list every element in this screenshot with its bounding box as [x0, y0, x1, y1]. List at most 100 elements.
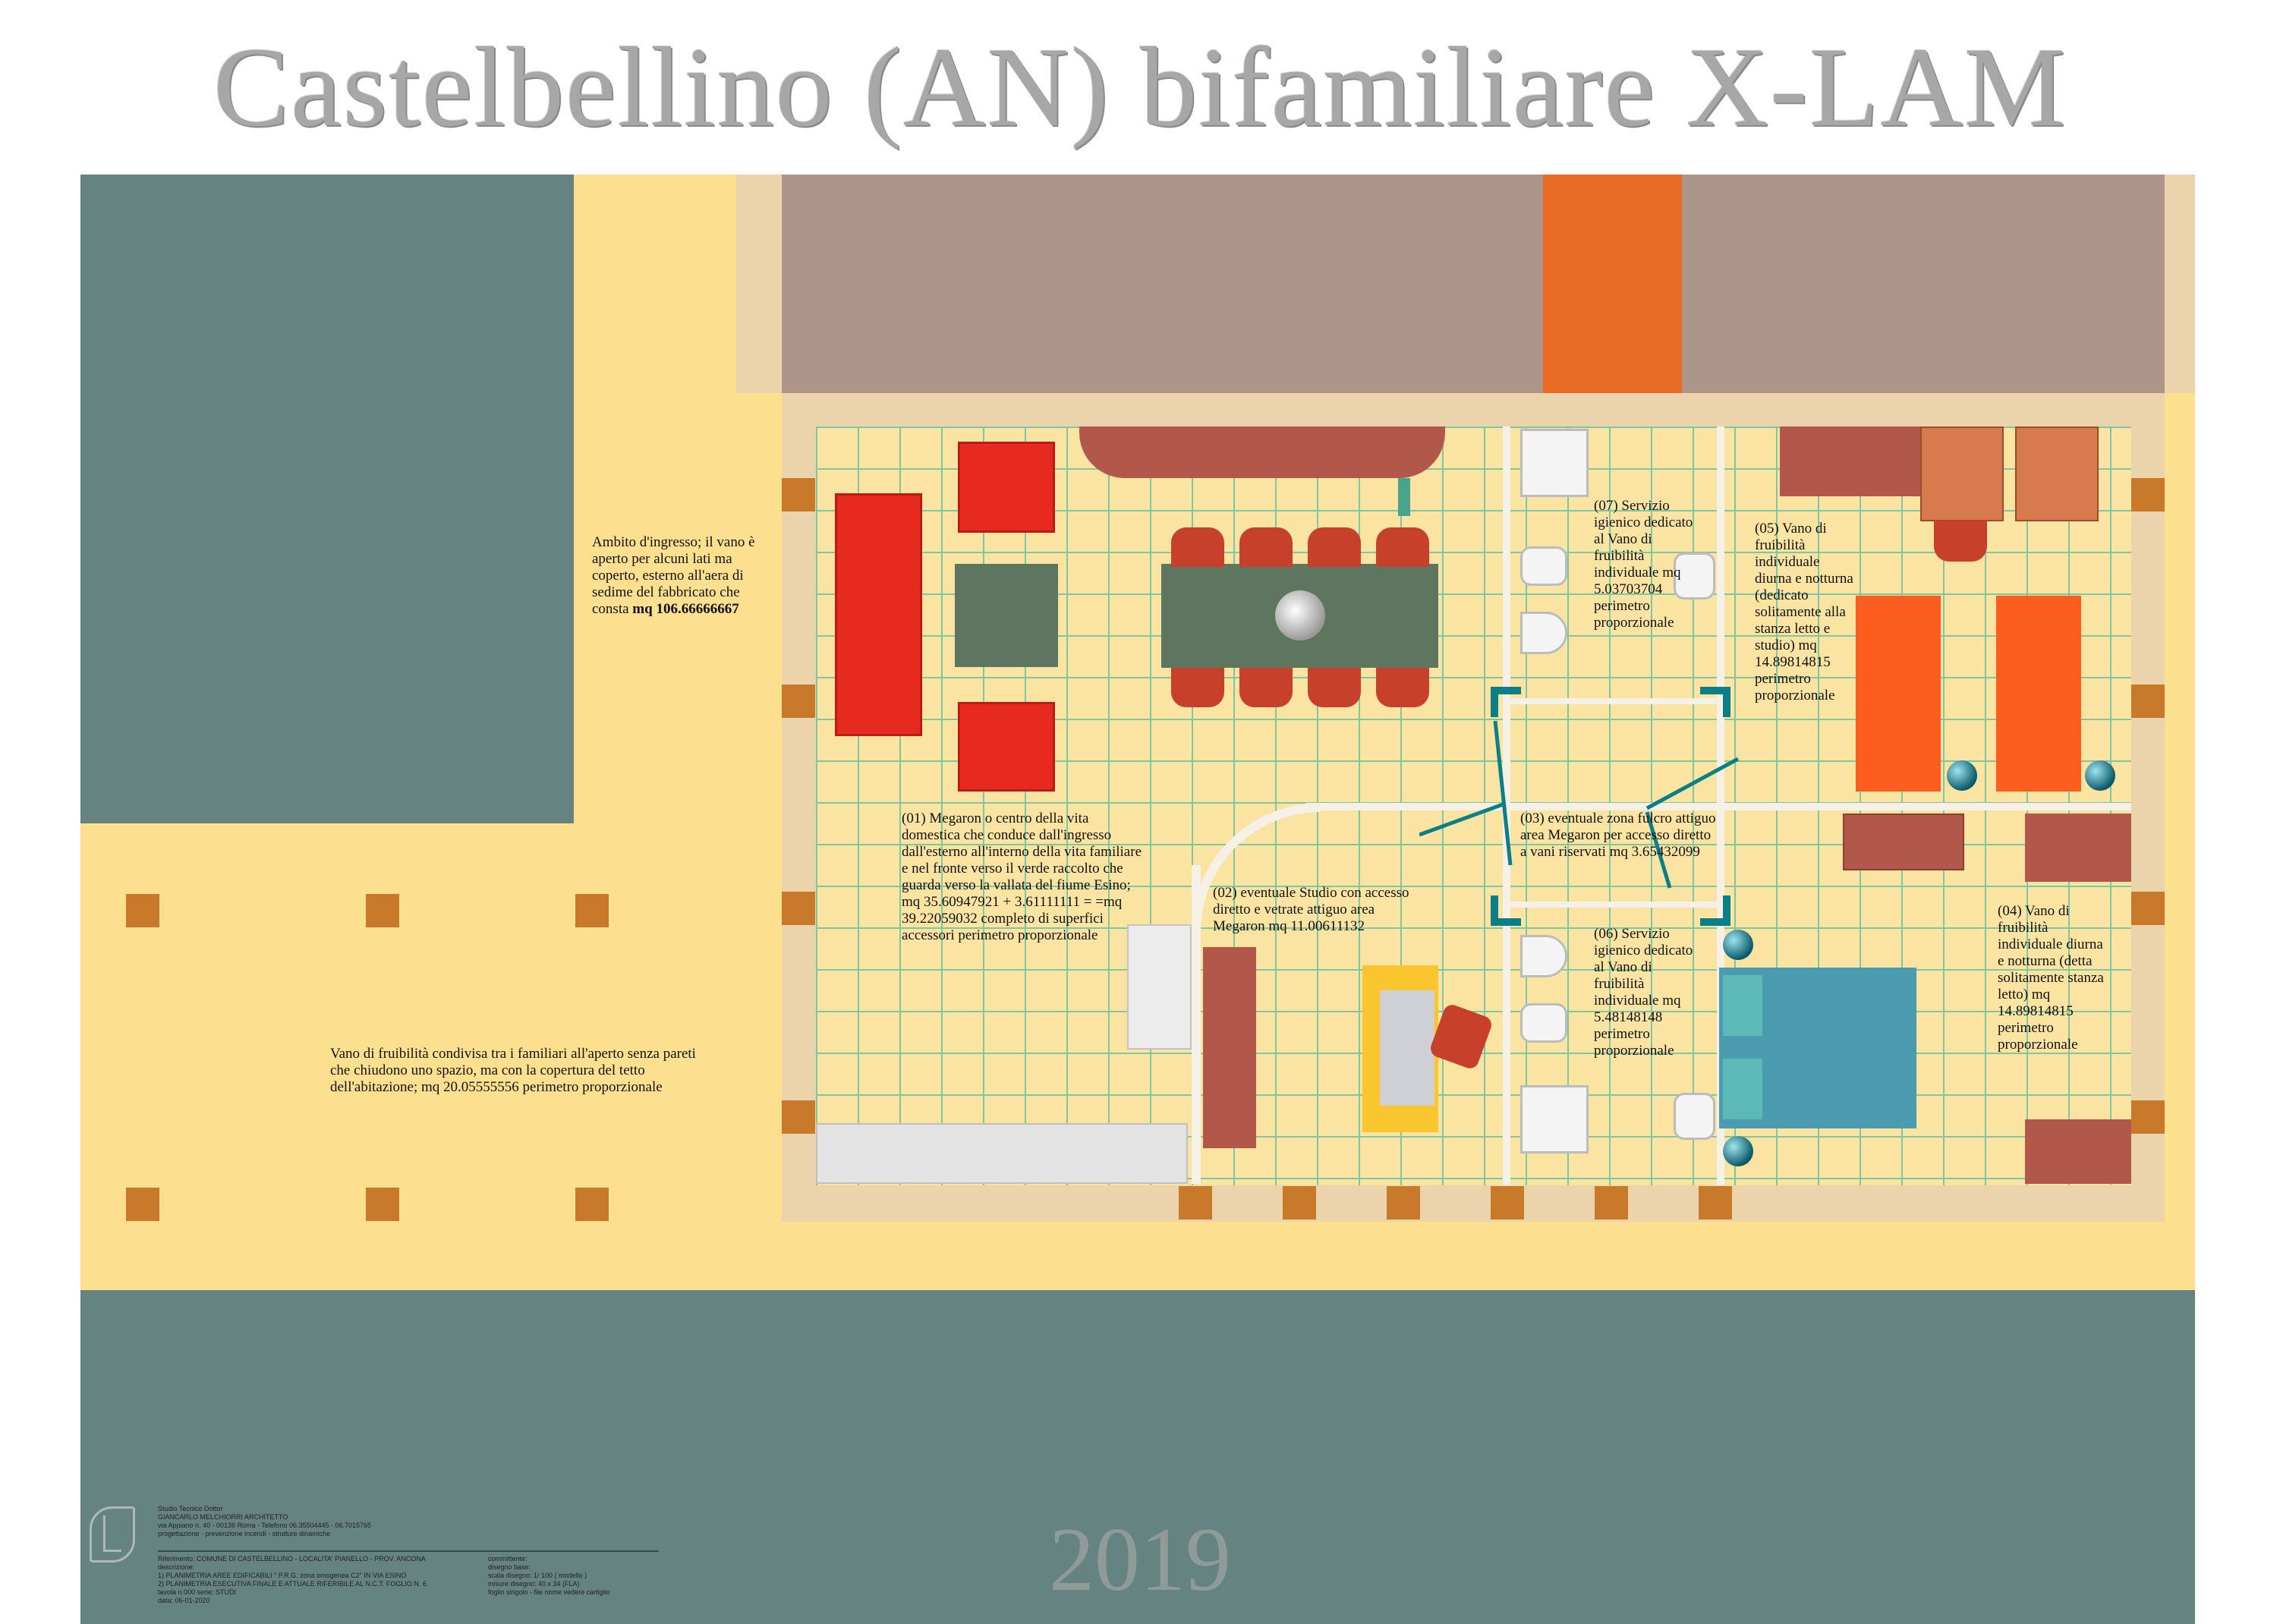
washbasin: [1520, 546, 1567, 586]
cabinet: [2025, 814, 2131, 882]
pillar: [782, 892, 815, 925]
dining-chair: [1171, 527, 1224, 567]
cartouche-row: descrizione:: [158, 1563, 195, 1571]
lamp-icon: [1947, 760, 1977, 791]
pillar: [782, 478, 815, 511]
armchair-top: [958, 442, 1055, 533]
pillar: [1595, 1186, 1628, 1220]
pillar: [2131, 892, 2165, 925]
bookcase: [1203, 947, 1256, 1148]
cartouche-row: scala disegno: 1/ 100 ( modello ): [488, 1572, 587, 1579]
pillar: [1179, 1186, 1212, 1220]
dining-chair: [1239, 668, 1293, 707]
single-bed: [1996, 596, 2081, 792]
kitchen-hood: [1398, 478, 1410, 516]
dining-chair: [1171, 668, 1224, 707]
note-porch: Vano di fruibilità condivisa tra i famil…: [330, 1046, 696, 1095]
kitchen-bench: [816, 1123, 1188, 1184]
doorframe-br: [1700, 895, 1730, 926]
studio-line: GIANCARLO MELCHIORRI ARCHITETTO: [158, 1513, 288, 1521]
cartouche-divider: [158, 1550, 659, 1552]
year-label: 2019: [1049, 1509, 1231, 1610]
wall-bath06-top: [1510, 902, 1717, 908]
armchair-bottom: [958, 702, 1055, 792]
cartouche-row: foglio singolo - file nome vedere cartig…: [488, 1588, 610, 1596]
desk-unit: [1920, 426, 2004, 521]
cartouche-row: data: 06-01-2020: [158, 1597, 210, 1604]
note-ingresso-value: mq 106.66666667: [632, 601, 739, 617]
porch-pillar: [366, 894, 399, 927]
coffee-table: [955, 564, 1058, 667]
note-ingresso-text: Ambito d'ingresso; il vano è aperto per …: [592, 534, 755, 617]
note-room-04: (04) Vano di fruibilità individuale diur…: [1998, 903, 2104, 1053]
washbasin: [1674, 1093, 1715, 1140]
sofa: [835, 493, 922, 736]
wall-hall-horizontal: [1305, 803, 2131, 810]
porch-pillar: [126, 894, 159, 927]
doorframe-tr: [1700, 687, 1730, 717]
note-room-01: (01) Megaron o centro della vita domesti…: [902, 810, 1142, 943]
washbasin: [1674, 552, 1715, 600]
porch-pillar: [575, 1188, 609, 1221]
desk-chair: [1934, 521, 1987, 562]
cartouche-row: tavola n.000 serie: STUDI: [158, 1588, 237, 1596]
note-room-03: (03) eventuale zona fulcro attiguo area …: [1520, 810, 1716, 860]
dining-chair: [1308, 668, 1361, 707]
bowl-icon: [1275, 590, 1325, 640]
pillar: [1491, 1186, 1524, 1220]
desk-top: [1380, 990, 1434, 1106]
note-ingresso: Ambito d'ingresso; il vano è aperto per …: [592, 534, 770, 618]
adjacent-roof: [782, 175, 2165, 393]
door-swing-lines: [1419, 720, 1740, 889]
lamp-icon: [2085, 760, 2115, 791]
note-room-06: (06) Servizio igienico dedicato al Vano …: [1594, 926, 1693, 1059]
cartouche-row: misure disegno: 40 x 34 (FLA): [488, 1580, 580, 1588]
shower-tray: [1520, 429, 1589, 497]
dining-chair: [1308, 527, 1361, 567]
kitchen-counter: [1079, 426, 1445, 478]
cartouche-row: disegno base:: [488, 1563, 531, 1571]
note-room-05: (05) Vano di fruibilità individuale diur…: [1755, 521, 1853, 703]
pillar: [2131, 1100, 2165, 1134]
doorframe-bl: [1491, 895, 1521, 926]
wall-bath07-bottom: [1510, 698, 1717, 704]
porch-pillar: [366, 1188, 399, 1221]
doorframe-tl: [1491, 687, 1521, 717]
logo-mark: [103, 1515, 121, 1552]
appliance-unit: [1127, 924, 1192, 1050]
studio-logo: [90, 1506, 135, 1563]
cartouche-row: 1) PLANIMETRIA AREE EDIFICABILI " P.R.G.…: [158, 1572, 407, 1579]
chest-of-drawers: [1843, 814, 1964, 870]
desk-unit: [2015, 426, 2099, 521]
porch-pillar: [126, 1188, 159, 1221]
shower-tray: [1520, 1085, 1589, 1153]
porch-pillar: [575, 894, 609, 927]
pillar: [2131, 478, 2165, 511]
cabinet: [2025, 1119, 2131, 1184]
toilet: [1520, 935, 1567, 977]
pillar: [1283, 1186, 1316, 1220]
pillar: [782, 685, 815, 718]
studio-line: Studio Tecnico Dottor: [158, 1505, 223, 1512]
note-room-02: (02) eventuale Studio con accesso dirett…: [1213, 885, 1409, 934]
cartouche-right: committente: disegno base: scala disegno…: [488, 1555, 666, 1597]
wall-study-left: [1192, 865, 1201, 1184]
pillar: [1699, 1186, 1732, 1220]
dining-chair: [1239, 527, 1293, 567]
cartouche-row: Riferimento: COMUNE DI CASTELBELLINO - L…: [158, 1555, 426, 1563]
single-bed: [1856, 596, 1941, 792]
cartouche: Studio Tecnico Dottor GIANCARLO MELCHIOR…: [90, 1499, 666, 1604]
pillow: [1723, 1059, 1762, 1119]
dining-chair: [1376, 527, 1429, 567]
lamp-icon: [1723, 1136, 1753, 1166]
cartouche-left: Riferimento: COMUNE DI CASTELBELLINO - L…: [158, 1555, 469, 1605]
garden-area-bottom: [80, 1290, 2195, 1624]
studio-line: progettazione - prevenzione incendi - st…: [158, 1530, 331, 1537]
toilet: [1520, 612, 1567, 654]
cartouche-row: 2) PLANIMETRIA ESECUTIVA FINALE E ATTUAL…: [158, 1580, 427, 1588]
washbasin: [1520, 1003, 1567, 1043]
note-room-07: (07) Servizio igienico dedicato al Vano …: [1594, 498, 1693, 631]
studio-line: via Appiano n. 40 - 00136 Roma - Telefon…: [158, 1522, 372, 1529]
wardrobe: [1780, 426, 1923, 496]
garden-area-topleft: [80, 175, 574, 823]
